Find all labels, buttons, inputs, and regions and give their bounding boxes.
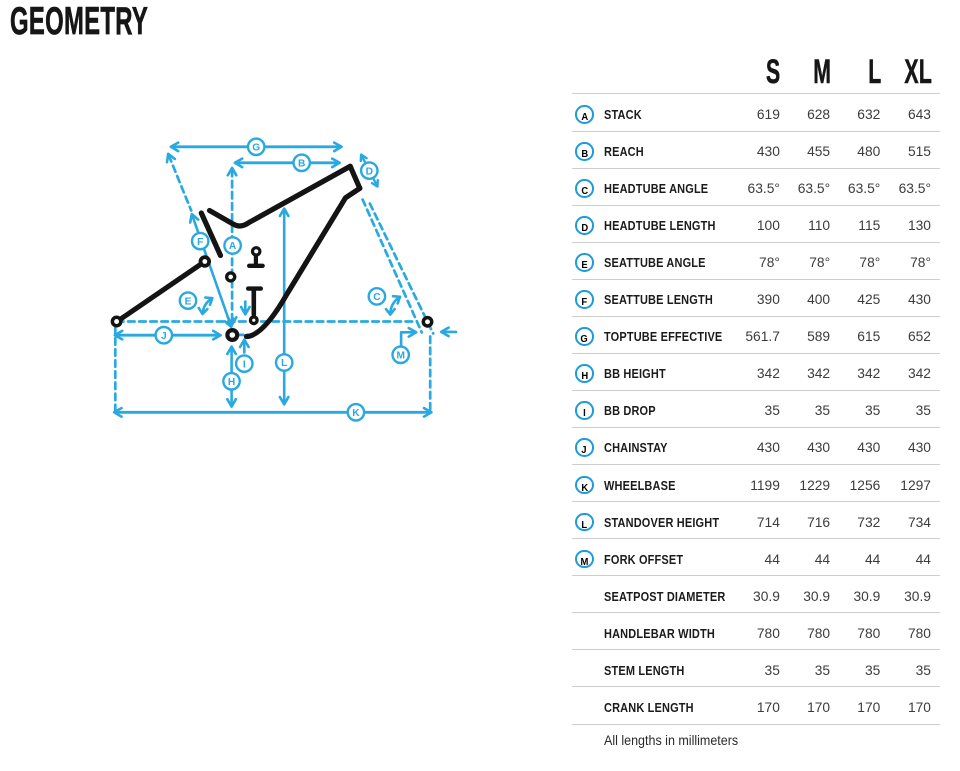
svg-text:E: E bbox=[185, 296, 192, 307]
svg-text:J: J bbox=[161, 331, 167, 342]
svg-text:B: B bbox=[298, 158, 305, 169]
svg-text:A: A bbox=[229, 241, 237, 252]
svg-text:K: K bbox=[352, 408, 360, 419]
svg-text:M: M bbox=[396, 350, 405, 361]
svg-text:I: I bbox=[243, 359, 246, 370]
svg-text:L: L bbox=[281, 358, 287, 369]
svg-text:G: G bbox=[252, 142, 260, 153]
svg-text:D: D bbox=[366, 166, 373, 177]
svg-text:H: H bbox=[228, 377, 235, 388]
svg-text:F: F bbox=[197, 237, 203, 248]
svg-text:C: C bbox=[373, 292, 381, 303]
